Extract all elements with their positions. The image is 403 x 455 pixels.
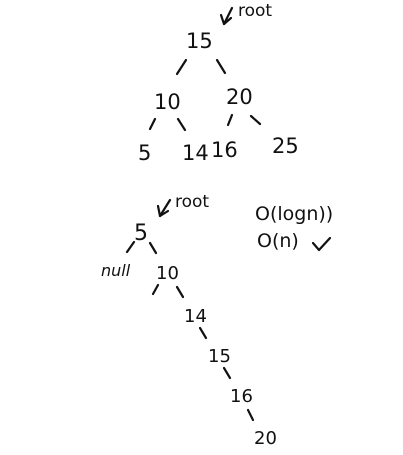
tree-1-edge-20-25	[249, 114, 262, 126]
tree-1-root-label: root	[238, 1, 272, 21]
tree-2-edge-10-14	[175, 285, 185, 299]
tree-1-node-10: 10	[154, 90, 181, 114]
tree-1-edge-15-10	[175, 58, 188, 76]
tree-1-edge-20-16	[226, 113, 234, 127]
tree-1-node-14: 14	[182, 141, 209, 165]
tree-2-edge-16-20	[246, 408, 255, 422]
tree-2-edge-14-15	[198, 326, 208, 340]
tree-1-root-arrow	[219, 6, 234, 26]
tree-2: root 5 null 10 14 15 16 20	[101, 192, 277, 449]
tree-1-edge-10-5	[148, 117, 157, 131]
tree-1-node-25: 25	[272, 134, 299, 158]
tree-1-node-5: 5	[138, 141, 151, 165]
complexity-balanced: O(logn))	[255, 203, 333, 225]
tree-2-edge-5-10	[148, 241, 158, 255]
complexity-notes: O(logn)) O(n)	[255, 203, 333, 252]
tree-2-node-5: 5	[134, 221, 148, 246]
tree-2-node-15: 15	[208, 346, 231, 367]
tree-1-node-15: 15	[186, 29, 213, 53]
tree-2-node-20: 20	[254, 428, 277, 449]
tree-2-edge-10-left	[151, 283, 160, 296]
tree-1-node-20: 20	[226, 85, 253, 109]
tree-1: root 15 10 20 5 14 16 25	[138, 1, 299, 165]
tree-2-edge-5-null	[125, 240, 136, 254]
tree-2-node-14: 14	[184, 306, 207, 327]
tree-2-root-label: root	[175, 192, 209, 212]
tree-2-node-16: 16	[230, 386, 253, 407]
tree-1-edge-10-14	[176, 117, 187, 132]
check-mark-icon	[311, 236, 332, 252]
tree-2-node-10: 10	[156, 263, 179, 284]
tree-2-edge-15-16	[222, 366, 232, 380]
tree-2-node-null: null	[101, 261, 131, 280]
complexity-skewed: O(n)	[257, 230, 299, 252]
tree-1-edge-15-20	[215, 58, 227, 75]
tree-2-root-arrow	[156, 198, 172, 218]
tree-1-node-16: 16	[211, 138, 238, 162]
